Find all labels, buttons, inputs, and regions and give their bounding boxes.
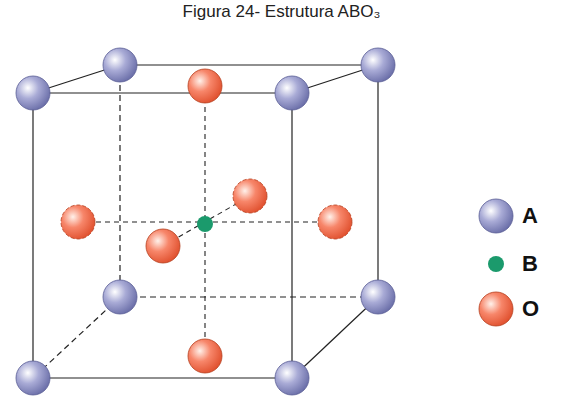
b-atom xyxy=(197,216,213,232)
legend-label: B xyxy=(522,251,538,277)
legend-label: A xyxy=(522,203,538,229)
o-atoms xyxy=(61,69,352,373)
legend-label: O xyxy=(522,296,539,322)
cube-edges xyxy=(33,65,378,378)
axis-lines xyxy=(78,80,335,356)
figure-title: Figura 24- Estrutura ABO₃ xyxy=(0,2,563,22)
legend-samples xyxy=(479,199,513,326)
a-atoms xyxy=(16,48,395,395)
